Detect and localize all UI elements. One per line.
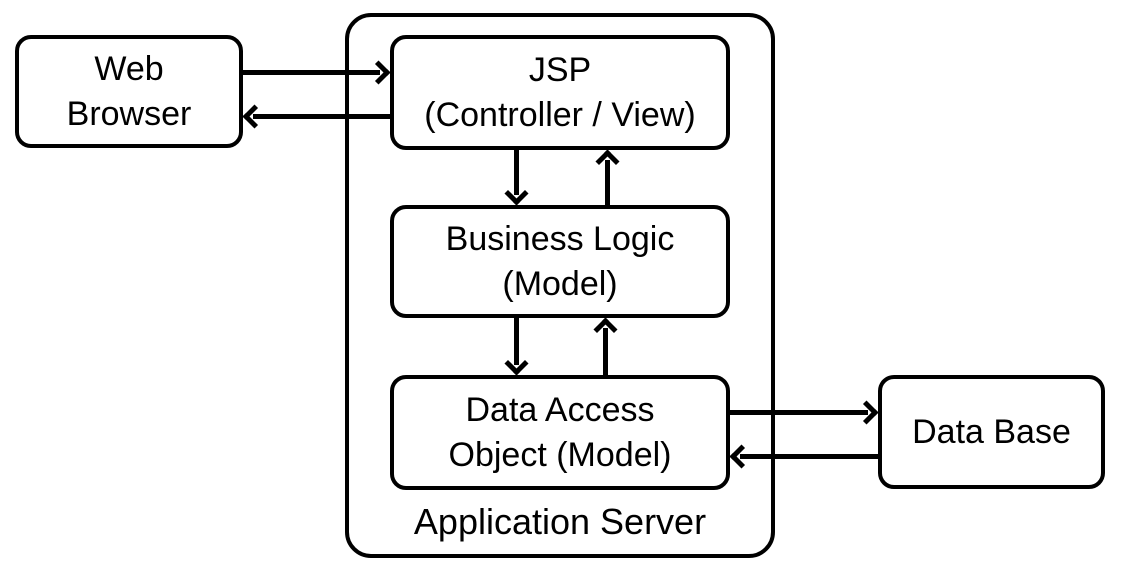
arrow-shaft xyxy=(740,454,878,459)
business-logic-node: Business Logic (Model) xyxy=(390,205,730,318)
arrow-shaft xyxy=(253,114,390,119)
arrow-dao-to-database xyxy=(730,397,879,427)
arrowhead-left-icon xyxy=(242,104,267,129)
dao-label-line: Object (Model) xyxy=(448,435,672,474)
arrow-web-browser-to-jsp xyxy=(243,57,391,87)
arrow-shaft xyxy=(243,70,380,75)
business-logic-label-line: Business Logic xyxy=(445,219,675,258)
arrow-shaft xyxy=(730,410,868,415)
web-browser-label-line: Web xyxy=(94,49,164,88)
arrow-shaft xyxy=(605,160,610,205)
arrow-business-logic-to-jsp xyxy=(592,149,622,205)
arrowhead-up-icon xyxy=(593,317,618,342)
arrow-jsp-to-web-browser xyxy=(242,101,390,131)
arrowhead-left-icon xyxy=(729,444,754,469)
arrowhead-up-icon xyxy=(595,149,620,174)
database-node: Data Base xyxy=(878,375,1105,489)
arrow-shaft xyxy=(514,150,519,195)
arrowhead-down-icon xyxy=(504,351,529,376)
arrow-business-logic-to-dao xyxy=(501,318,531,376)
jsp-node: JSP (Controller / View) xyxy=(390,35,730,150)
web-browser-label-line: Browser xyxy=(66,94,192,133)
database-label-line: Data Base xyxy=(912,412,1071,451)
business-logic-label-line: (Model) xyxy=(502,264,618,303)
arrowhead-right-icon xyxy=(366,60,391,85)
arrow-shaft xyxy=(603,328,608,375)
arrowhead-down-icon xyxy=(504,181,529,206)
jsp-label-line: (Controller / View) xyxy=(424,95,696,134)
jsp-label-line: JSP xyxy=(528,50,592,89)
web-browser-node: Web Browser xyxy=(15,35,243,148)
application-server-label: Application Server xyxy=(413,501,707,542)
arrow-dao-to-business-logic xyxy=(590,317,620,375)
arrow-jsp-to-business-logic xyxy=(501,150,531,206)
data-access-object-node: Data Access Object (Model) xyxy=(390,375,730,490)
dao-label-line: Data Access xyxy=(465,390,655,429)
arrow-shaft xyxy=(514,318,519,365)
arrow-database-to-dao xyxy=(729,441,878,471)
arrowhead-right-icon xyxy=(854,400,879,425)
